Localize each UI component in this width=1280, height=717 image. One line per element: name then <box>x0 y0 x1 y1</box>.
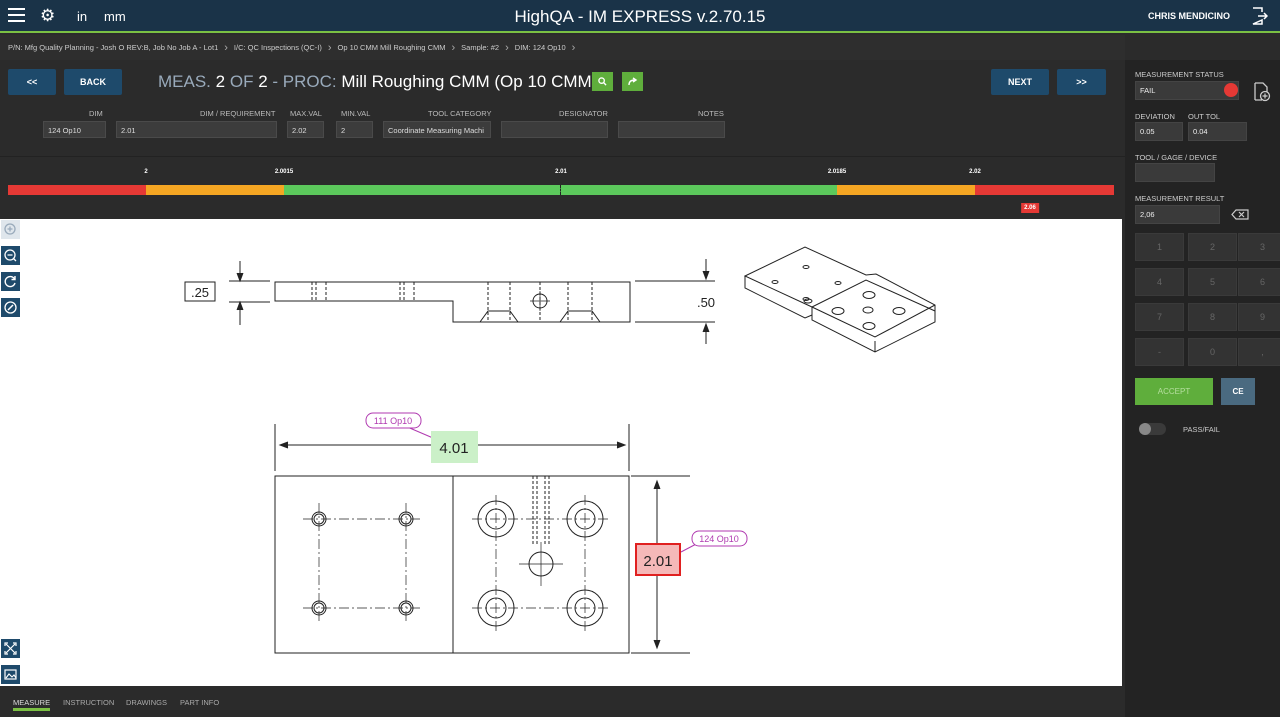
measurement-title: MEAS. 2 OF 2 - PROC: Mill Roughing CMM (… <box>158 72 597 92</box>
scale-lower-warning-segment <box>146 185 284 195</box>
breadcrumb-sample[interactable]: Sample: #2 <box>461 43 499 52</box>
out-tol-label: OUT TOL <box>1188 112 1220 121</box>
keypad-minus[interactable]: - <box>1135 338 1184 366</box>
dimension-401-label: 4.01 <box>439 440 468 457</box>
keypad-comma[interactable]: , <box>1238 338 1280 366</box>
first-button[interactable]: << <box>8 69 56 95</box>
breadcrumb: P/N: Mfg Quality Planning - Josh O REV:B… <box>0 35 1125 60</box>
keypad-2[interactable]: 2 <box>1188 233 1237 261</box>
search-button[interactable] <box>592 72 613 91</box>
user-name[interactable]: CHRIS MENDICINO <box>1148 11 1230 21</box>
keypad-9[interactable]: 9 <box>1238 303 1280 331</box>
scale-tick-label: 2.01 <box>555 169 567 175</box>
tool-category-field[interactable]: Coordinate Measuring Machi <box>383 121 491 138</box>
scale-lower-fail-segment <box>8 185 146 195</box>
keypad-8[interactable]: 8 <box>1188 303 1237 331</box>
dim-field[interactable]: 124 Op10 <box>43 121 106 138</box>
scale-nominal-line <box>560 185 561 195</box>
keypad-7[interactable]: 7 <box>1135 303 1184 331</box>
designator-label: DESIGNATOR <box>559 109 608 118</box>
measurement-panel: MEASUREMENT STATUS FAIL DEVIATION 0.05 O… <box>1125 60 1280 717</box>
backspace-icon[interactable] <box>1231 209 1249 220</box>
keypad-0[interactable]: 0 <box>1188 338 1237 366</box>
tab-drawings[interactable]: DRAWINGS <box>126 698 167 707</box>
chevron-right-icon: › <box>328 42 332 54</box>
tab-measure[interactable]: MEASURE <box>13 698 50 707</box>
logout-icon[interactable] <box>1252 7 1268 25</box>
keypad-3[interactable]: 3 <box>1238 233 1280 261</box>
status-value: FAIL <box>1140 86 1155 95</box>
out-tol-field: 0.04 <box>1188 122 1247 141</box>
scale-tick-label: 2 <box>144 169 147 175</box>
next-button[interactable]: NEXT <box>991 69 1049 95</box>
status-label: MEASUREMENT STATUS <box>1135 70 1224 79</box>
notes-label: NOTES <box>698 109 724 118</box>
drawing-viewer[interactable]: .25 .50 4.01 2.01 111 Op10 124 Op10 <box>0 219 1122 686</box>
balloon-111-label: 111 Op10 <box>374 416 412 426</box>
scale-tick-label: 2.0185 <box>828 169 846 175</box>
breadcrumb-dim[interactable]: DIM: 124 Op10 <box>515 43 566 52</box>
chevron-right-icon: › <box>505 42 509 54</box>
requirement-label: DIM / REQUIREMENT <box>200 109 275 118</box>
share-arrow-icon <box>628 77 638 86</box>
accept-button[interactable]: ACCEPT <box>1135 378 1213 405</box>
deviation-label: DEVIATION <box>1135 112 1175 121</box>
breadcrumb-part[interactable]: P/N: Mfg Quality Planning - Josh O REV:B… <box>8 43 218 52</box>
designator-field[interactable] <box>501 121 608 138</box>
tool-gage-label: TOOL / GAGE / DEVICE <box>1135 153 1217 162</box>
scale-upper-warning-segment <box>837 185 975 195</box>
tab-part-info[interactable]: PART INFO <box>180 698 219 707</box>
scale-tick-label: 2.02 <box>969 169 981 175</box>
measurement-header: << BACK MEAS. 2 OF 2 - PROC: Mill Roughi… <box>0 60 1125 156</box>
keypad-5[interactable]: 5 <box>1188 268 1237 296</box>
chevron-right-icon: › <box>572 42 576 54</box>
dim-label: DIM <box>89 109 103 118</box>
tolerance-scale: 2 2.0015 2.01 2.0185 2.02 2.06 <box>0 156 1125 219</box>
keypad-6[interactable]: 6 <box>1238 268 1280 296</box>
notes-field[interactable] <box>618 121 725 138</box>
measured-value-marker: 2.06 <box>1021 203 1039 213</box>
top-bar: ⚙ in mm HighQA - IM EXPRESS v.2.70.15 CH… <box>0 0 1280 33</box>
chevron-right-icon: › <box>451 42 455 54</box>
min-val-field[interactable]: 2 <box>336 121 373 138</box>
add-document-icon[interactable] <box>1253 82 1271 102</box>
pass-fail-toggle[interactable] <box>1139 423 1166 435</box>
scale-tick-label: 2.0015 <box>275 169 293 175</box>
keypad-4[interactable]: 4 <box>1135 268 1184 296</box>
back-button[interactable]: BACK <box>64 69 122 95</box>
measurement-result-input[interactable]: 2,06 <box>1135 205 1220 224</box>
tool-category-label: TOOL CATEGORY <box>428 109 492 118</box>
pass-fail-label: PASS/FAIL <box>1183 425 1220 434</box>
tool-gage-field[interactable] <box>1135 163 1215 182</box>
share-button[interactable] <box>622 72 643 91</box>
requirement-field[interactable]: 2.01 <box>116 121 277 138</box>
chevron-right-icon: › <box>224 42 228 54</box>
scale-upper-fail-segment <box>975 185 1114 195</box>
max-val-label: MAX.VAL <box>290 109 322 118</box>
dimension-50-label: .50 <box>697 295 715 310</box>
app-title: HighQA - IM EXPRESS v.2.70.15 <box>0 7 1280 27</box>
breadcrumb-inspection[interactable]: I/C: QC Inspections (QC-I) <box>234 43 322 52</box>
breadcrumb-operation[interactable]: Op 10 CMM Mill Roughing CMM <box>338 43 446 52</box>
min-val-label: MIN.VAL <box>341 109 370 118</box>
balloon-124-label: 124 Op10 <box>699 534 739 544</box>
tab-instruction[interactable]: INSTRUCTION <box>63 698 114 707</box>
last-button[interactable]: >> <box>1057 69 1106 95</box>
ce-button[interactable]: CE <box>1221 378 1255 405</box>
search-icon <box>598 77 607 86</box>
technical-drawing: .25 .50 4.01 2.01 111 Op10 124 Op10 <box>0 219 1122 686</box>
bottom-tab-bar: MEASURE INSTRUCTION DRAWINGS PART INFO <box>0 690 1125 717</box>
dimension-25-label: .25 <box>191 285 209 300</box>
max-val-field[interactable]: 2.02 <box>287 121 324 138</box>
deviation-field: 0.05 <box>1135 122 1183 141</box>
result-label: MEASUREMENT RESULT <box>1135 194 1224 203</box>
dimension-201-label: 2.01 <box>643 553 672 570</box>
keypad-1[interactable]: 1 <box>1135 233 1184 261</box>
status-indicator <box>1224 83 1238 97</box>
